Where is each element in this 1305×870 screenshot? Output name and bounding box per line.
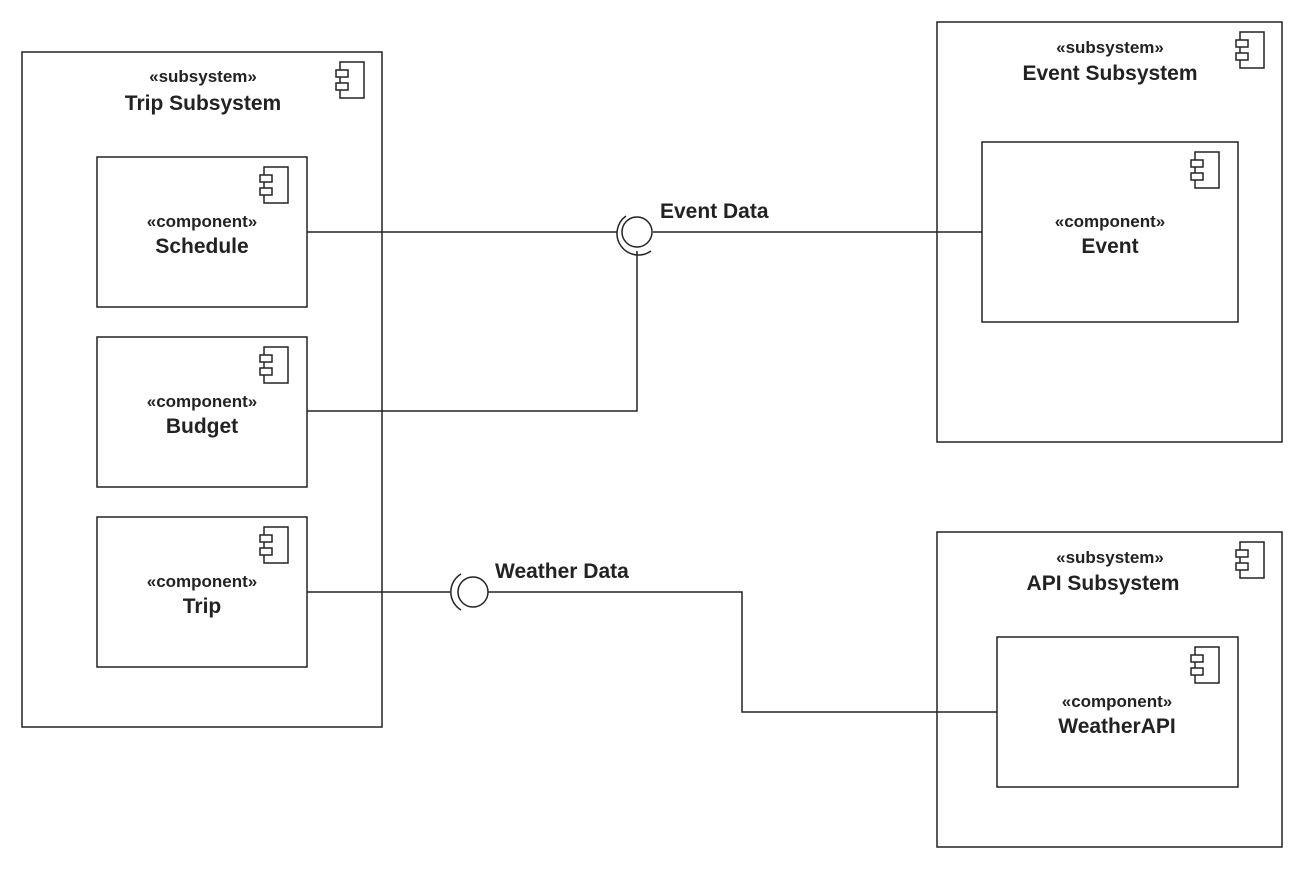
budget-component[interactable]: «component» Budget [96,336,308,488]
subsystem-stereotype: «subsystem» [1056,38,1164,57]
subsystem-stereotype: «subsystem» [1056,548,1164,567]
component-stereotype: «component» [147,572,258,591]
component-stereotype: «component» [1062,692,1173,711]
subsystem-stereotype: «subsystem» [149,67,257,86]
api-subsystem[interactable]: «subsystem» API Subsystem [936,531,1283,848]
event-component[interactable]: «component» Event [981,141,1239,323]
component-name: Budget [166,415,238,438]
component-name: WeatherAPI [1058,715,1175,738]
component-icon [259,346,289,384]
component-icon [335,61,365,99]
weatherapi-connector [488,591,997,713]
component-stereotype: «component» [147,212,258,231]
trip-component[interactable]: «component» Trip [96,516,308,668]
interface-label: Weather Data [495,560,629,583]
component-icon [1235,541,1265,579]
schedule-component[interactable]: «component» Schedule [96,156,308,308]
component-icon [259,526,289,564]
subsystem-title: Event Subsystem [1022,62,1197,85]
weatherapi-component[interactable]: «component» WeatherAPI [996,636,1239,788]
budget-connector [307,251,638,412]
weather-data-interface[interactable]: Weather Data [307,560,997,713]
subsystem-title: Trip Subsystem [125,92,281,115]
component-name: Schedule [155,235,248,258]
lollipop-icon [457,576,489,608]
socket-icon [616,215,652,256]
interface-label: Event Data [660,200,769,223]
component-icon [1190,646,1220,684]
component-icon [259,166,289,204]
component-name: Event [1081,235,1138,258]
subsystem-title: API Subsystem [1027,572,1180,595]
component-name: Trip [183,595,222,618]
component-stereotype: «component» [1055,212,1166,231]
component-icon [1235,31,1265,69]
event-data-interface[interactable]: Event Data [307,200,982,412]
socket-icon [450,573,462,611]
component-stereotype: «component» [147,392,258,411]
component-icon [1190,151,1220,189]
lollipop-icon [621,216,653,248]
